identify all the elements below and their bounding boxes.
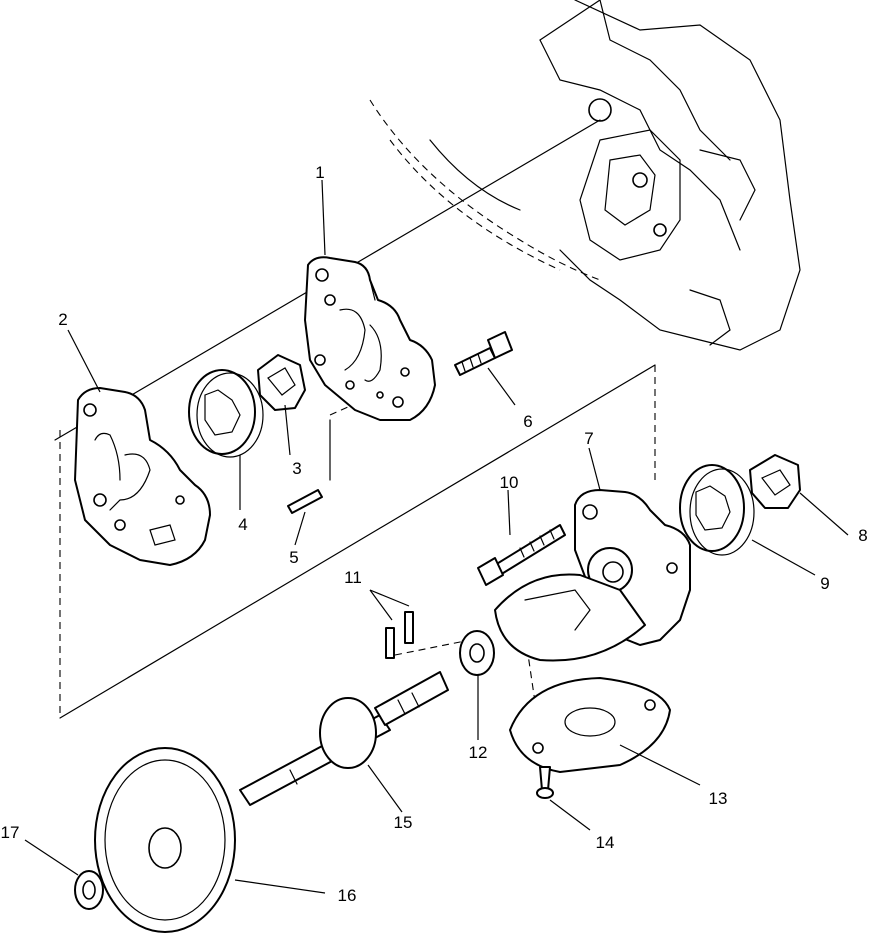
part-8-inner-rotor <box>749 454 801 509</box>
callout-3: 3 <box>292 459 301 478</box>
callout-13: 13 <box>709 789 728 808</box>
callout-labels: 1 2 3 4 5 6 7 8 9 10 11 12 13 14 15 16 1… <box>1 163 868 905</box>
callout-9: 9 <box>820 574 829 593</box>
part-12-washer <box>459 630 495 676</box>
part-9-outer-rotor <box>679 464 755 556</box>
callout-11: 11 <box>344 568 362 587</box>
housing-flange <box>494 573 646 662</box>
part-13-plate <box>509 677 671 773</box>
callout-4: 4 <box>238 515 247 534</box>
part-1-pump-plate <box>304 256 436 421</box>
callout-14: 14 <box>596 833 615 852</box>
callout-10: 10 <box>500 473 519 492</box>
leader-lines <box>24 179 849 894</box>
part-5-dowel-pin <box>287 489 323 514</box>
callout-5: 5 <box>289 548 298 567</box>
part-17-washer <box>74 870 104 910</box>
callout-2: 2 <box>58 310 67 329</box>
part-3-inner-rotor <box>257 354 306 411</box>
callout-1: 1 <box>315 163 324 182</box>
part-10-bolt <box>477 524 566 586</box>
part-16-gear <box>94 747 236 933</box>
callout-15: 15 <box>394 813 413 832</box>
part-4-outer-rotor <box>188 369 264 458</box>
callout-6: 6 <box>523 412 532 431</box>
part-2-pump-cover <box>74 387 211 566</box>
callout-8: 8 <box>858 526 867 545</box>
callout-17: 17 <box>1 823 20 842</box>
callout-16: 16 <box>338 886 357 905</box>
part-11-pins <box>385 611 414 659</box>
callout-12: 12 <box>469 743 488 762</box>
crankcase <box>369 0 801 351</box>
part-14-screw <box>536 766 554 799</box>
callout-7: 7 <box>584 429 593 448</box>
part-6-bolt <box>454 331 513 376</box>
part-15-shaft <box>239 671 449 806</box>
